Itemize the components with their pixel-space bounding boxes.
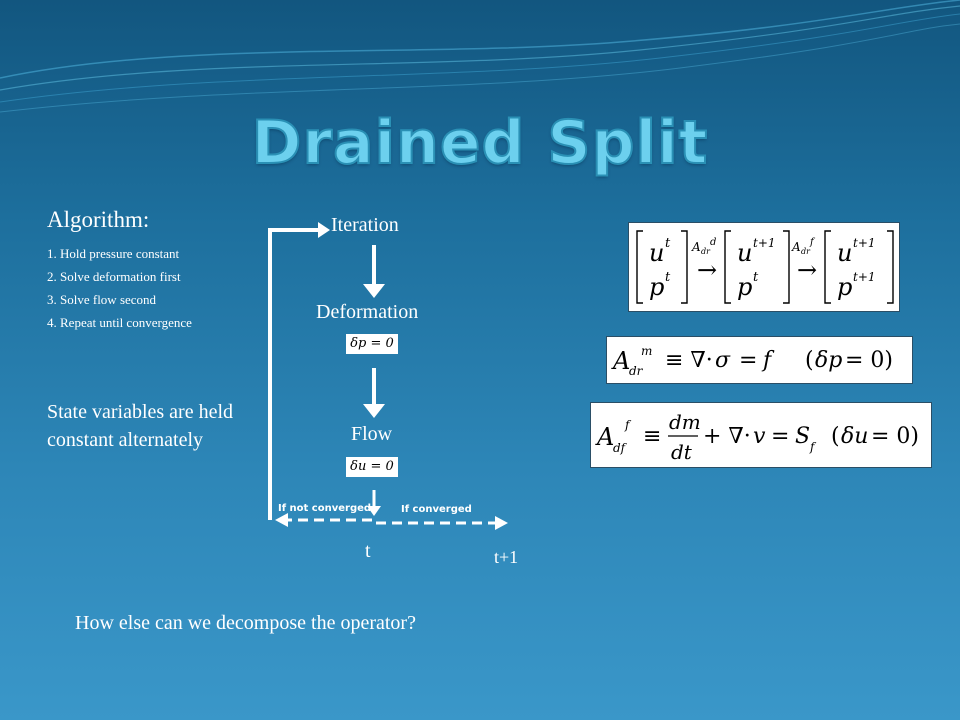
svg-text:= 0): = 0)	[845, 348, 893, 373]
flow-operator-equation-image: A df f ≡ dm dt + ∇· v = S f ( δu = 0)	[590, 402, 932, 468]
svg-text:dt: dt	[671, 440, 693, 464]
svg-text:t+1: t+1	[753, 236, 776, 250]
step-4: 4. Repeat until convergence	[47, 315, 192, 330]
svg-text:dm: dm	[669, 410, 701, 434]
svg-text:=: =	[739, 348, 757, 373]
t-next-label: t+1	[494, 547, 519, 567]
svg-text:(: (	[831, 424, 840, 449]
svg-text:δp: δp	[815, 348, 842, 373]
arrowhead-not-converged	[275, 513, 288, 527]
svg-text:u: u	[737, 239, 752, 267]
algorithm-steps: 1. Hold pressure constant 2. Solve defor…	[47, 244, 192, 336]
svg-text:A: A	[791, 240, 801, 254]
loop-line	[268, 228, 318, 520]
t-label: t	[365, 540, 371, 562]
flow-label: Flow	[351, 423, 393, 445]
svg-text:p: p	[837, 273, 852, 301]
svg-text:t+1: t+1	[853, 270, 876, 284]
svg-text:d: d	[710, 237, 716, 248]
svg-text:m: m	[641, 344, 652, 358]
svg-text:A: A	[595, 423, 614, 451]
arrowhead-1	[363, 284, 385, 298]
closing-question: How else can we decompose the operator?	[75, 612, 416, 634]
svg-text:= 0): = 0)	[871, 424, 919, 449]
step-3: 3. Solve flow second	[47, 292, 157, 307]
svg-text:f: f	[809, 440, 817, 454]
svg-text:f: f	[809, 237, 816, 248]
algorithm-heading: Algorithm:	[47, 207, 150, 232]
svg-text:σ: σ	[715, 348, 731, 373]
svg-text:≡: ≡	[643, 424, 661, 449]
deformation-label: Deformation	[316, 301, 419, 323]
svg-text:=: =	[771, 424, 789, 449]
svg-text:→: →	[797, 256, 817, 284]
svg-text:+ ∇·: + ∇·	[703, 424, 751, 449]
slide-title: Drained Split	[251, 107, 709, 179]
iteration-label: Iteration	[331, 214, 399, 236]
svg-text:df: df	[613, 441, 628, 455]
step-2: 2. Solve deformation first	[47, 269, 181, 284]
svg-text:t+1: t+1	[853, 236, 876, 250]
svg-text:p: p	[737, 273, 752, 301]
svg-text:p: p	[649, 273, 664, 301]
svg-text:u: u	[649, 239, 664, 267]
deformation-condition: δp = 0	[346, 334, 398, 354]
arrowhead-converged	[495, 516, 508, 530]
deformation-operator-equation-image: A dr m ≡ ∇· σ = f ( δp = 0)	[606, 336, 913, 384]
svg-text:v: v	[753, 424, 766, 449]
svg-text:u: u	[837, 239, 852, 267]
wave-decoration	[0, 0, 960, 113]
arrowhead-3	[367, 506, 381, 516]
svg-text:dr: dr	[629, 364, 644, 378]
arrowhead-2	[363, 404, 385, 418]
svg-text:A: A	[611, 347, 630, 375]
loop-arrowhead	[318, 222, 330, 238]
svg-text:t: t	[665, 236, 671, 251]
svg-text:A: A	[691, 240, 701, 254]
flow-condition: δu = 0	[346, 457, 398, 477]
svg-text:(: (	[805, 348, 814, 373]
not-converged-label: If not converged	[278, 503, 372, 514]
svg-text:≡ ∇·: ≡ ∇·	[665, 348, 713, 373]
svg-text:t: t	[665, 270, 671, 285]
svg-text:δu: δu	[841, 424, 868, 449]
svg-text:dr: dr	[801, 247, 811, 256]
update-equation-image: u t p t A dr d → u t+1 p t A dr f → u t+…	[628, 222, 900, 312]
converged-label: If converged	[401, 504, 472, 515]
svg-text:→: →	[697, 256, 717, 284]
svg-text:f: f	[761, 348, 775, 373]
step-1: 1. Hold pressure constant	[47, 246, 180, 261]
svg-text:dr: dr	[701, 247, 711, 256]
svg-text:f: f	[624, 418, 632, 432]
svg-text:t: t	[753, 270, 759, 285]
svg-text:S: S	[795, 424, 810, 449]
state-variables-note: State variables are held constant altern…	[47, 401, 234, 451]
